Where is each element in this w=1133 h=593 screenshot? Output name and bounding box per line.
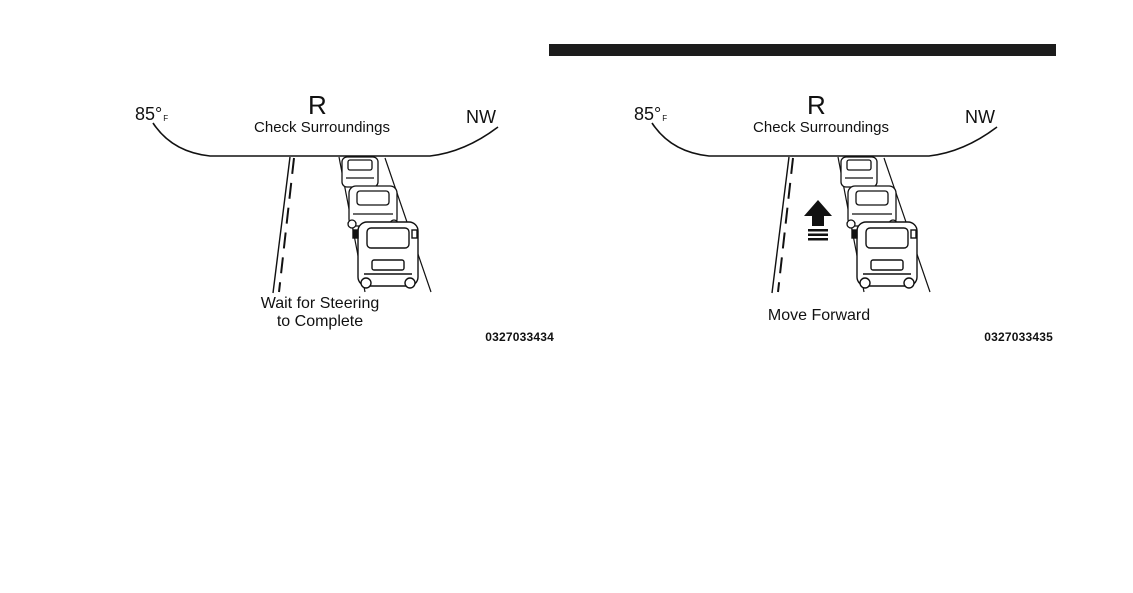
instruction-line-1: Wait for Steering (240, 295, 400, 313)
instruction-line-1: Move Forward (739, 307, 899, 325)
park-assist-figure-forward: 85°F R Check Surroundings NW Move Forwar… (619, 80, 1059, 350)
move-forward-arrow-icon (804, 200, 832, 241)
status-message: Check Surroundings (746, 119, 896, 136)
outside-temperature: 85°F (135, 104, 168, 125)
figure-code: 0327033435 (984, 330, 1053, 344)
instruction-line-2: to Complete (240, 313, 400, 331)
gear-indicator: R (308, 90, 327, 121)
compass-heading: NW (965, 107, 995, 128)
outside-temperature: 85°F (634, 104, 667, 125)
instruction-caption: Move Forward (739, 307, 899, 325)
parked-car-near (353, 222, 418, 288)
instruction-caption: Wait for Steering to Complete (240, 295, 400, 331)
parked-car-far (342, 157, 378, 187)
section-rule-bar (549, 44, 1056, 56)
parked-car-far (841, 157, 877, 187)
compass-heading: NW (466, 107, 496, 128)
figure-code: 0327033434 (485, 330, 554, 344)
park-assist-figure-wait: 85°F R Check Surroundings NW Wait for St… (120, 80, 560, 350)
status-message: Check Surroundings (247, 119, 397, 136)
gear-indicator: R (807, 90, 826, 121)
parked-car-near (852, 222, 917, 288)
